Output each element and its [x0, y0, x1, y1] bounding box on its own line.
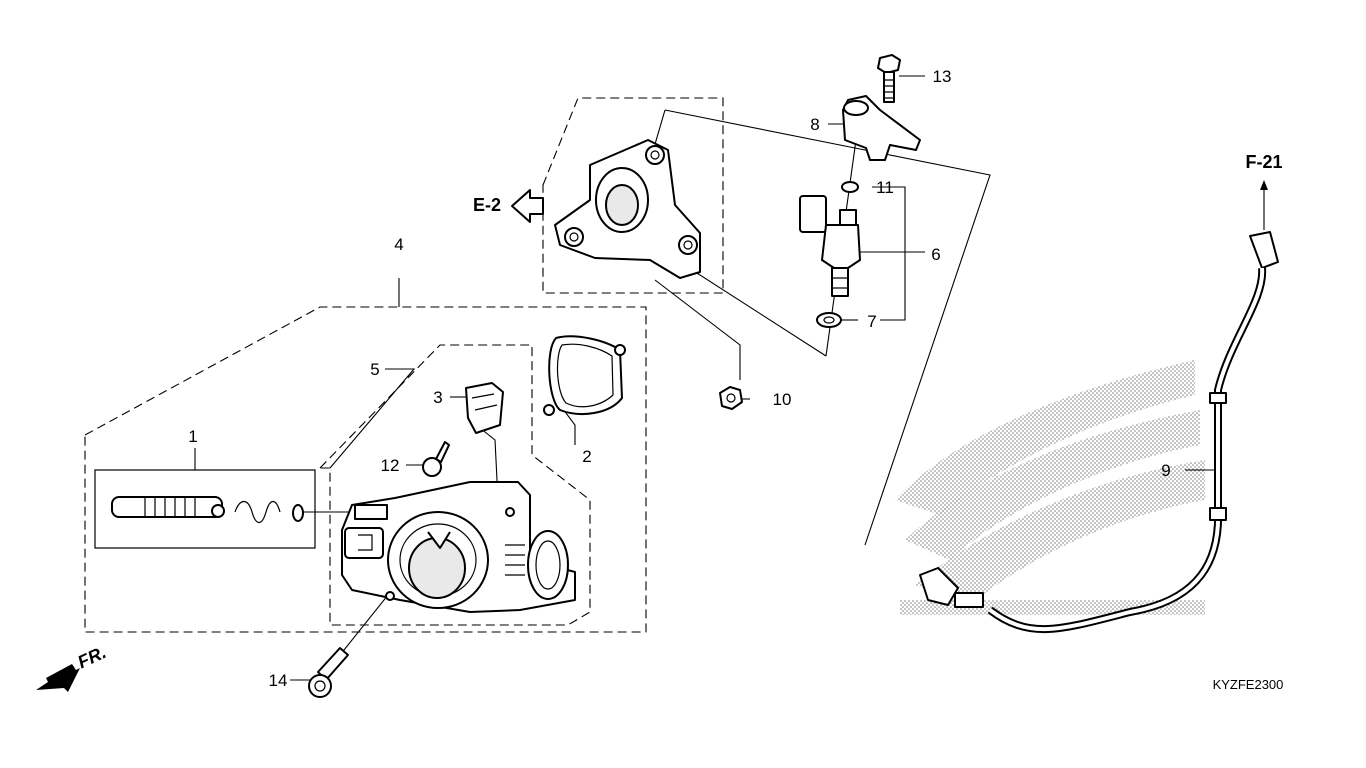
front-direction-arrow — [36, 664, 80, 692]
part-1-box — [94, 469, 316, 549]
group-5-boundary — [318, 344, 591, 626]
callout-8: 8 — [810, 115, 819, 134]
callout-9: 9 — [1161, 461, 1170, 480]
manifold-boundary — [542, 97, 724, 294]
callout-6: 6 — [931, 245, 940, 264]
callout-7: 7 — [867, 312, 876, 331]
callout-11: 11 — [876, 178, 894, 197]
callout-4: 4 — [394, 235, 403, 254]
callout-13: 13 — [933, 67, 952, 86]
engine-reference — [511, 189, 544, 223]
part-throttle-body — [341, 481, 576, 613]
callout-5: 5 — [370, 360, 379, 379]
callout-12: 12 — [381, 456, 400, 475]
group-4-boundary — [84, 306, 647, 633]
diagram-code: KYZFE2300 — [1213, 677, 1284, 692]
fuel-reference — [1260, 180, 1268, 230]
callout-3: 3 — [433, 388, 442, 407]
part-8-joint — [842, 95, 921, 161]
part-13-bolt — [877, 54, 901, 103]
callout-14: 14 — [269, 671, 288, 690]
engine-reference-label: E-2 — [473, 195, 501, 215]
part-6-injector — [799, 195, 861, 297]
part-11-oring — [841, 181, 859, 193]
part-10-nut — [719, 386, 743, 410]
callout-1: 1 — [188, 427, 197, 446]
part-12-screw — [422, 441, 450, 477]
fuel-reference-label: F-21 — [1245, 152, 1282, 172]
part-1-spindle — [111, 496, 304, 524]
part-3-bracket — [465, 382, 504, 434]
part-intake-manifold — [554, 139, 701, 279]
part-9-fuel-hose — [919, 231, 1279, 634]
front-direction-label: FR. — [75, 642, 110, 672]
part-2-gasket — [543, 335, 626, 416]
callout-10: 10 — [773, 390, 792, 409]
part-7-seal — [816, 312, 842, 328]
part-14-bolt — [308, 647, 349, 698]
callout-2: 2 — [582, 447, 591, 466]
leader-lines — [194, 75, 1218, 681]
